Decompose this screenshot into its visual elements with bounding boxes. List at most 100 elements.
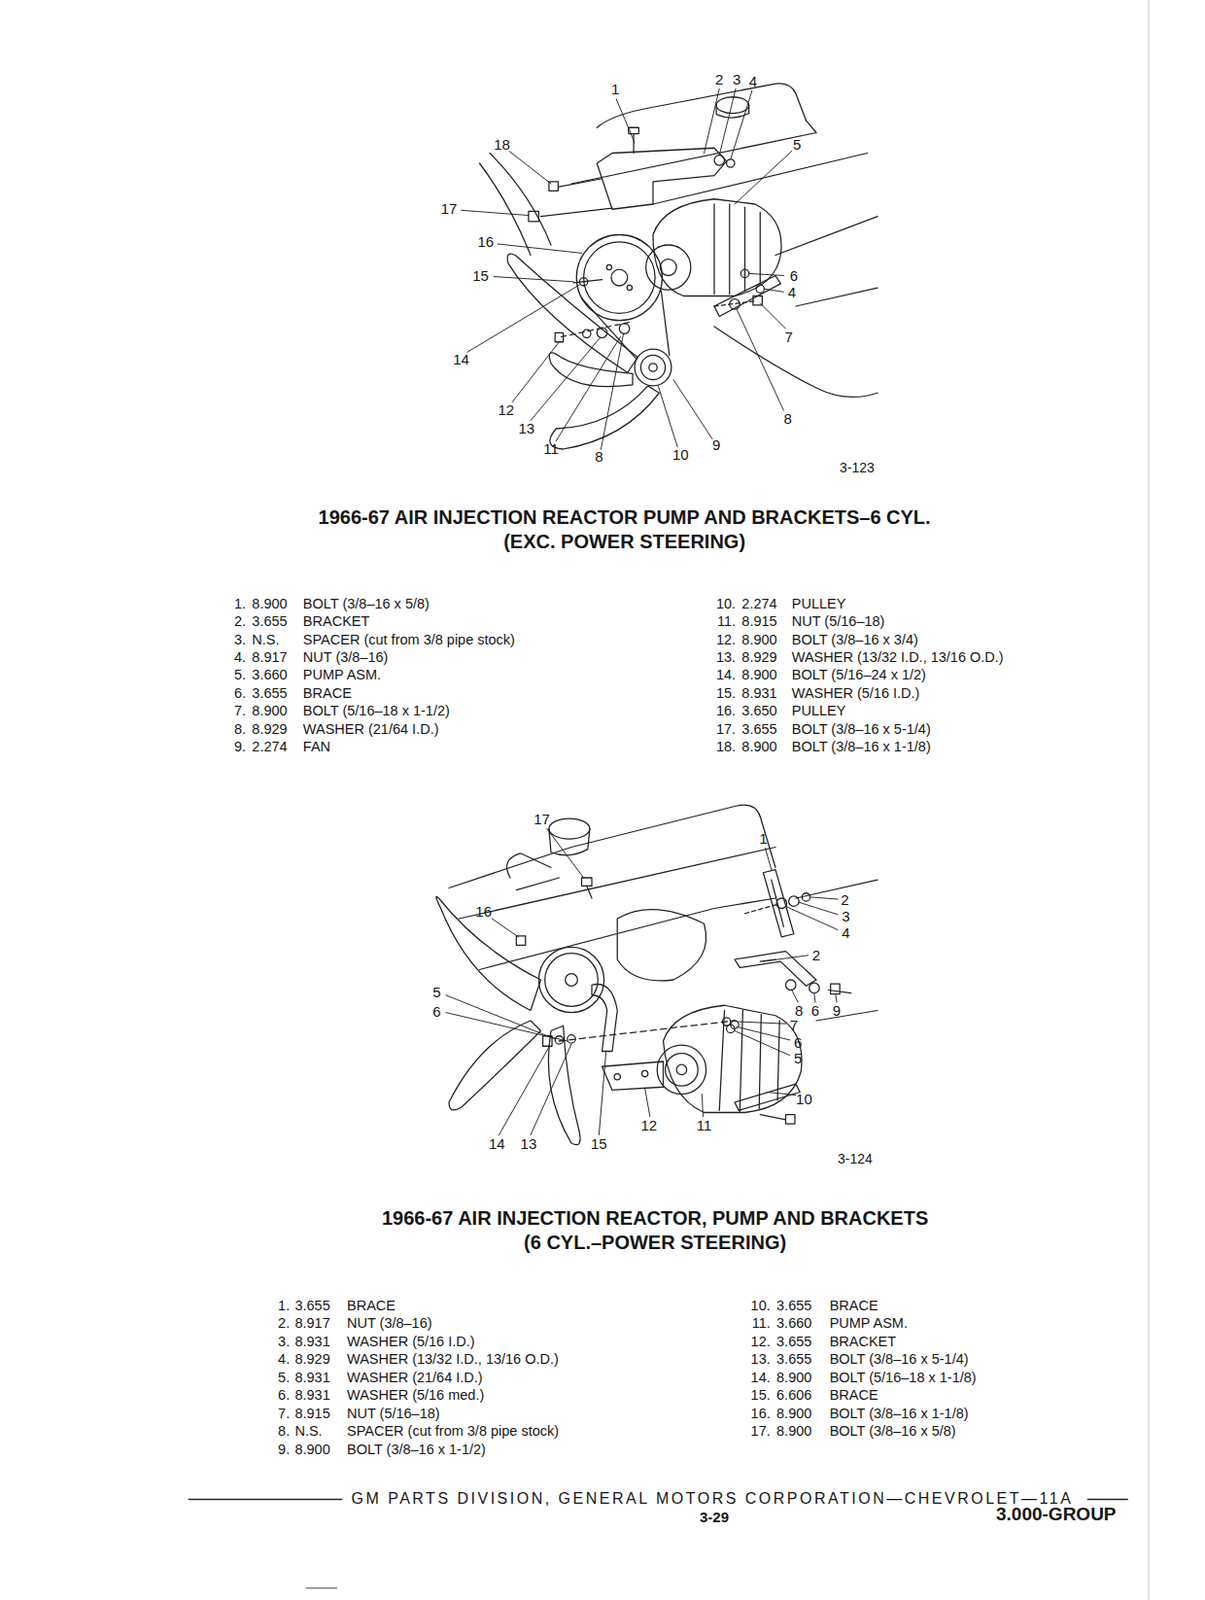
callout-number: 4 <box>788 284 796 302</box>
leader-lines-1 <box>461 88 792 449</box>
callout-number: 7 <box>790 1017 798 1034</box>
part-number: 8.929 <box>741 649 777 666</box>
group-label: 3.000-GROUP <box>996 1503 1117 1525</box>
scan-edge <box>1148 0 1150 1600</box>
part-number: 8.900 <box>776 1422 812 1440</box>
callout-number: 12 <box>497 401 515 418</box>
part-number: 2.274 <box>251 738 287 756</box>
callout-number: 11 <box>696 1117 713 1135</box>
callout-number: 3 <box>732 70 741 88</box>
item-number: 3. <box>234 630 246 648</box>
part-description: WASHER (5/16 I.D.) <box>346 1333 476 1350</box>
part-number: 8.929 <box>251 721 287 738</box>
part-description: FAN <box>303 738 331 756</box>
item-number: 6. <box>277 1386 290 1404</box>
part-number: 8.931 <box>294 1386 330 1404</box>
part-number: 2.274 <box>741 594 777 612</box>
leader-lines-2 <box>446 828 838 1136</box>
item-number: 2. <box>234 613 246 630</box>
callout-number: 6 <box>432 1002 441 1020</box>
callout-number: 13 <box>517 419 535 437</box>
callout-number: 7 <box>784 328 792 345</box>
part-description: NUT (3/8–16) <box>346 1314 433 1332</box>
part-number: 8.929 <box>294 1350 330 1368</box>
part-number: 8.900 <box>251 702 287 720</box>
item-number: 2. <box>277 1314 290 1332</box>
callout-number: 8 <box>794 1001 803 1019</box>
engine-sketch-2 <box>436 804 878 1145</box>
item-number: 13. <box>751 1350 771 1368</box>
callout-number: 2 <box>840 891 849 908</box>
item-number: 7. <box>277 1404 290 1421</box>
part-description: WASHER (5/16 I.D.) <box>791 685 921 702</box>
item-number: 16. <box>751 1404 771 1421</box>
part-description: PULLEY <box>791 594 847 612</box>
item-number: 15. <box>751 1386 771 1404</box>
part-number: 8.900 <box>776 1369 812 1386</box>
part-number: 3.660 <box>776 1314 812 1332</box>
footer-text: GM PARTS DIVISION, GENERAL MOTORS CORPOR… <box>350 1489 1073 1508</box>
part-description: PULLEY <box>791 702 847 720</box>
callout-number: 17 <box>533 811 551 828</box>
callout-number: 10 <box>795 1090 813 1107</box>
part-description: WASHER (21/64 I.D.) <box>303 721 440 738</box>
part-description: BOLT (5/16–24 x 1/2) <box>791 666 927 684</box>
part-number: 3.655 <box>776 1333 812 1350</box>
part-number: 3.655 <box>776 1297 812 1314</box>
part-number: 8.900 <box>741 738 777 756</box>
item-number: 10. <box>716 594 736 612</box>
callout-number: 14 <box>452 350 470 368</box>
part-description: BOLT (3/8–16 x 3/4) <box>791 630 919 648</box>
part-number: 8.915 <box>294 1404 330 1421</box>
part-number: 8.900 <box>741 666 777 684</box>
item-number: 8. <box>277 1422 290 1440</box>
part-description: SPACER (cut from 3/8 pipe stock) <box>303 630 516 648</box>
item-number: 7. <box>234 702 246 720</box>
part-number: 3.655 <box>294 1297 330 1314</box>
item-number: 14. <box>716 666 736 684</box>
part-description: WASHER (5/16 med.) <box>346 1386 484 1404</box>
callout-number: 11 <box>543 440 559 457</box>
item-number: 6. <box>234 685 246 702</box>
callout-number: 8 <box>594 448 603 466</box>
callout-number: 5 <box>432 983 441 1000</box>
part-description: BOLT (5/16–18 x 1-1/2) <box>303 702 450 720</box>
part-number: 8.900 <box>741 630 777 648</box>
callout-number: 15 <box>472 267 489 284</box>
part-number: 8.917 <box>294 1314 330 1332</box>
item-number: 18. <box>716 738 736 756</box>
callout-number: 8 <box>783 410 792 427</box>
part-number: 3.660 <box>251 666 287 684</box>
callout-number: 5 <box>792 136 801 153</box>
part-description: BOLT (5/16–18 x 1-1/8) <box>829 1369 977 1386</box>
part-number: 8.900 <box>251 594 287 612</box>
callout-number: 17 <box>441 201 458 218</box>
callout-number: 6 <box>793 1033 802 1051</box>
item-number: 9. <box>234 738 246 756</box>
part-description: PUMP ASM. <box>829 1314 908 1332</box>
callout-number: 1 <box>758 829 767 847</box>
part-description: NUT (3/8–16) <box>303 649 389 666</box>
part-description: WASHER (21/64 I.D.) <box>346 1369 483 1386</box>
part-description: BRACE <box>346 1297 396 1314</box>
callout-number: 4 <box>749 72 758 90</box>
part-description: WASHER (13/32 I.D., 13/16 O.D.) <box>346 1350 559 1368</box>
item-number: 17. <box>716 721 736 738</box>
part-description: BOLT (3/8–16 x 1-1/8) <box>791 738 931 756</box>
item-number: 14. <box>751 1369 771 1386</box>
page-number: 3-29 <box>699 1509 729 1526</box>
part-description: SPACER (cut from 3/8 pipe stock) <box>346 1422 559 1440</box>
part-description: BOLT (3/8–16 x 5-1/4) <box>791 721 931 738</box>
part-description: BOLT (3/8–16 x 1-1/2) <box>346 1440 486 1457</box>
part-description: BRACKET <box>829 1333 897 1350</box>
callout-number: 14 <box>488 1135 506 1152</box>
callout-number: 16 <box>477 233 494 250</box>
callout-number: 16 <box>475 902 492 920</box>
part-description: BRACKET <box>303 613 371 630</box>
item-number: 8. <box>234 721 246 738</box>
callout-number: 15 <box>590 1135 608 1152</box>
part-number: 3.655 <box>251 613 287 630</box>
callout-number: 5 <box>793 1049 802 1067</box>
part-number: 8.931 <box>741 685 777 702</box>
item-number: 5. <box>277 1369 290 1386</box>
